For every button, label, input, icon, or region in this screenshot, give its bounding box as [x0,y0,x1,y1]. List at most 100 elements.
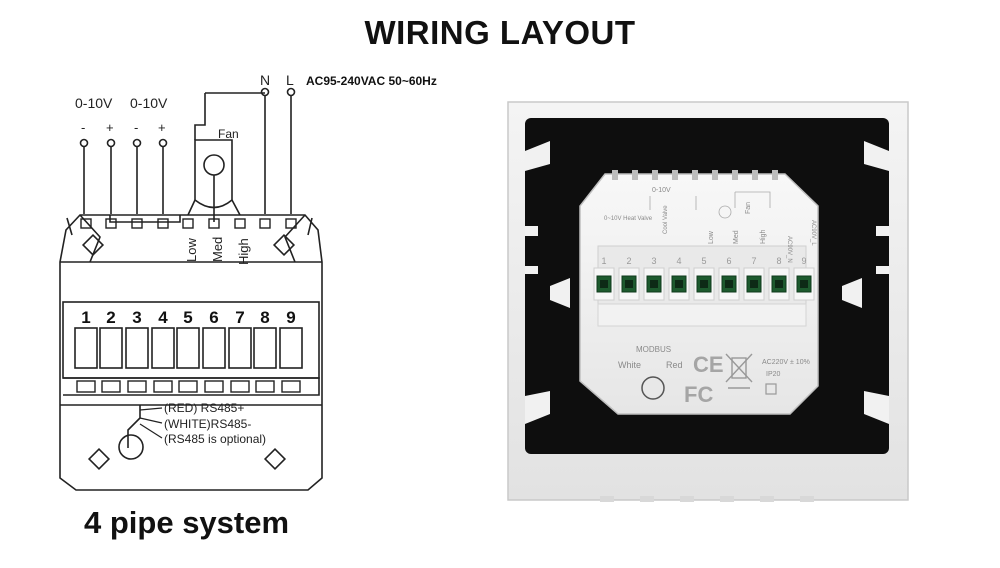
terminal-pin-bottom [255,380,275,393]
photo-ip: IP20 [766,371,781,378]
photo-terminal-number: 9 [801,256,806,266]
terminal-number: 1 [81,308,90,327]
modbus-port [641,376,665,400]
terminal-pin-top [157,218,169,229]
input-terminals [79,87,296,214]
terminal-screw [176,327,200,369]
photo-terminal-number: 6 [726,256,731,266]
analog-label-1: 0-10V [75,95,113,111]
terminal-number: 6 [209,308,218,327]
device-back-photo: 1 2 3 4 5 6 7 8 9 0-10V 0~10V Heat Valve Cool Va… [507,101,909,502]
photo-ac-l: AC90V_L [810,220,816,246]
page-title: WIRING LAYOUT [364,14,636,51]
label-L: L [286,72,294,88]
photo-analog-label: 0-10V [652,187,671,194]
speed-low: Low [184,238,199,262]
weee-icon [725,353,753,389]
housing-outline [59,214,323,491]
minus-2: - [134,120,138,135]
rs485-minus-label: (WHITE)RS485- [164,417,251,431]
terminal-number: 7 [235,308,244,327]
photo-heat-valve: 0~10V Heat Valve [604,216,653,222]
photo-cool-valve: Cool Valve [663,205,669,234]
photo-modbus: MODBUS [636,345,671,354]
terminal-screw [151,327,175,369]
photo-terminal-hole [800,280,808,288]
terminal-pin-top [131,218,143,229]
terminal-pin-bottom [153,380,173,393]
photo-red: Red [666,360,683,370]
terminal-number: 8 [260,308,269,327]
terminal-number: 5 [183,308,192,327]
photo-terminal-hole [625,280,633,288]
terminal-pin-bottom [178,380,198,393]
terminal-pin-top [208,218,220,229]
terminal-screw [202,327,226,369]
terminal-pin-top [80,218,92,229]
plus-1: + [106,120,114,135]
photo-terminal-hole [725,280,733,288]
fan-label: Fan [218,127,239,141]
photo-rating: AC220V ± 10% [762,359,810,366]
terminal-pin-top [105,218,117,229]
analog-label-2: 0-10V [130,95,168,111]
photo-med: Med [733,230,740,244]
power-label: AC95-240VAC 50~60Hz [306,74,437,88]
fc-mark: FC [684,382,713,407]
terminal-pin-bottom [230,380,250,393]
terminal-pin-bottom [281,380,301,393]
photo-terminal-hole [650,280,658,288]
label-N: N [260,72,270,88]
terminal-screw [228,327,252,369]
photo-terminal-number: 7 [751,256,756,266]
photo-high: High [760,229,767,244]
photo-terminal-number: 1 [601,256,606,266]
photo-terminal-number: 4 [676,256,681,266]
photo-terminal-block [593,267,815,301]
photo-terminal-numbers: 1 2 3 4 5 6 7 8 9 [601,256,806,266]
photo-low: Low [708,230,715,244]
photo-terminal-number: 8 [776,256,781,266]
terminal-pins-top [80,218,297,229]
terminal-screws [74,327,303,369]
photo-ac-n: AC90V_N [786,236,792,263]
rs485-note: (RS485 is optional) [164,432,266,446]
photo-terminal-hole [700,280,708,288]
terminal-number: 9 [286,308,295,327]
terminal-number: 2 [106,308,115,327]
terminal-pin-bottom [204,380,224,393]
photo-white: White [618,360,641,370]
terminal-pin-bottom [127,380,147,393]
system-type-caption: 4 pipe system [84,505,290,540]
terminal-screw [74,327,98,369]
speed-high: High [236,238,251,265]
rs485-port [118,434,144,460]
photo-terminal-hole [775,280,783,288]
photo-terminal-number: 2 [626,256,631,266]
terminal-pin-top [182,218,194,229]
rs485-plus-label: (RED) RS485+ [164,401,244,415]
minus-1: - [81,120,85,135]
plus-2: + [158,120,166,135]
terminal-pin-bottom [101,380,121,393]
terminal-screw [99,327,123,369]
photo-terminal-hole [750,280,758,288]
photo-terminal-number: 5 [701,256,706,266]
terminal-screw [125,327,149,369]
terminal-screw [253,327,277,369]
terminal-screw [279,327,303,369]
terminal-pin-top [234,218,246,229]
photo-terminal-hole [675,280,683,288]
terminal-pin-top [259,218,271,229]
terminal-number: 4 [158,308,168,327]
photo-terminal-number: 3 [651,256,656,266]
terminal-number: 3 [132,308,141,327]
class-ii-icon [765,383,777,395]
photo-terminal-hole [600,280,608,288]
speed-med: Med [210,237,225,262]
terminal-pins-bottom [76,380,301,393]
ce-mark: CE [693,352,724,377]
terminal-pin-top [285,218,297,229]
